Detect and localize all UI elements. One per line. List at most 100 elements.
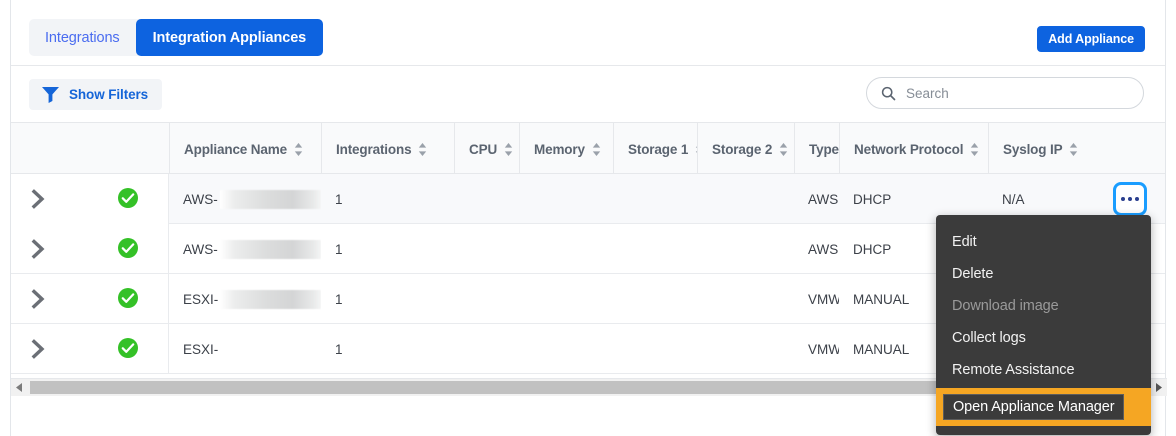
scrollbar-thumb[interactable] xyxy=(30,381,1138,394)
cell-integrations: 1 xyxy=(335,291,343,307)
sort-icon[interactable] xyxy=(779,142,788,156)
redacted-name-block xyxy=(220,289,321,309)
appliance-name-text: ESXI- xyxy=(183,291,219,307)
column-header-label: Integrations xyxy=(336,141,412,157)
column-header-label: Memory xyxy=(534,141,585,157)
cell-type: VMW xyxy=(808,341,839,357)
cell-storage1 xyxy=(613,274,697,324)
scroll-left-arrow[interactable] xyxy=(11,379,28,396)
search-input[interactable] xyxy=(906,79,1131,107)
row-actions-kebab-button[interactable] xyxy=(1113,182,1147,216)
column-header-storage-2[interactable]: Storage 2 xyxy=(697,123,794,175)
column-header-syslog-ip[interactable]: Syslog IP xyxy=(988,123,1103,175)
cell-name: AWS- xyxy=(169,224,321,274)
column-header-integrations[interactable]: Integrations xyxy=(321,123,454,175)
column-header-cpu[interactable]: CPU xyxy=(454,123,519,175)
cell-cpu xyxy=(454,274,519,324)
tab-group: Integrations Integration Appliances xyxy=(29,19,324,56)
kebab-dot xyxy=(1135,197,1139,201)
column-header-label: Appliance Name xyxy=(184,141,287,157)
column-header-storage-1[interactable]: Storage 1 xyxy=(613,123,697,175)
cell-syslog-ip: N/A xyxy=(1002,191,1025,207)
search-box[interactable] xyxy=(866,77,1144,109)
cell-cpu xyxy=(454,224,519,274)
cell-storage1 xyxy=(613,174,697,224)
row-controls-cell xyxy=(11,174,169,224)
column-header-label: Storage 1 xyxy=(628,141,689,157)
column-header-label: Type xyxy=(809,141,839,157)
tab-integrations[interactable]: Integrations xyxy=(45,29,120,46)
menu-item-download-image: Download image xyxy=(952,298,1059,314)
sort-icon[interactable] xyxy=(695,143,697,156)
sort-icon[interactable] xyxy=(504,142,513,156)
status-ok-icon xyxy=(118,188,138,208)
show-filters-button[interactable]: Show Filters xyxy=(29,79,163,110)
cell-name: ESXI- xyxy=(169,274,321,324)
cell-storage2 xyxy=(697,274,794,324)
cell-network-protocol: DHCP xyxy=(853,241,892,257)
menu-item-delete[interactable]: Delete xyxy=(952,266,994,282)
cell-name: ESXI- xyxy=(169,324,321,374)
chevron-right-icon xyxy=(1156,383,1162,392)
cell-integrations: 1 xyxy=(335,341,343,357)
tab-integration-appliances[interactable]: Integration Appliances xyxy=(135,19,324,56)
column-header-network-protocol[interactable]: Network Protocol xyxy=(839,123,988,175)
horizontal-scrollbar[interactable] xyxy=(11,378,1167,396)
kebab-dot xyxy=(1121,197,1125,201)
column-header-label: Network Protocol xyxy=(854,141,964,157)
sort-icon[interactable] xyxy=(970,142,979,156)
sort-icon[interactable] xyxy=(1069,142,1078,156)
expand-row-chevron-icon[interactable] xyxy=(29,239,49,259)
menu-item-collect-logs[interactable]: Collect logs xyxy=(952,330,1026,346)
cell-type: AWS xyxy=(808,241,839,257)
menu-item-edit[interactable]: Edit xyxy=(952,234,977,250)
redacted-name-block xyxy=(219,189,321,209)
cell-memory xyxy=(519,324,613,374)
expand-row-chevron-icon[interactable] xyxy=(29,189,49,209)
cell-network-protocol: MANUAL xyxy=(853,341,910,357)
sort-icon[interactable] xyxy=(418,142,427,156)
cell-memory xyxy=(519,224,613,274)
status-ok-icon xyxy=(118,288,138,308)
menu-item-open-appliance-manager[interactable]: Open Appliance Manager xyxy=(936,388,1151,426)
column-header-appliance-name[interactable]: Appliance Name xyxy=(169,123,321,175)
cell-memory xyxy=(519,274,613,324)
show-filters-label: Show Filters xyxy=(69,87,149,102)
column-header-label: Storage 2 xyxy=(712,141,773,157)
cell-type: AWS xyxy=(808,191,839,207)
status-ok-icon xyxy=(118,338,138,358)
row-controls-cell xyxy=(11,324,169,374)
expand-row-chevron-icon[interactable] xyxy=(29,339,49,359)
column-header-memory[interactable]: Memory xyxy=(519,123,613,175)
expand-row-chevron-icon[interactable] xyxy=(29,289,49,309)
cell-storage1 xyxy=(613,224,697,274)
cell-cpu xyxy=(454,324,519,374)
cell-storage2 xyxy=(697,174,794,224)
row-controls-cell xyxy=(11,274,169,324)
column-header-label: Syslog IP xyxy=(1003,141,1063,157)
cell-cpu xyxy=(454,174,519,224)
add-appliance-button[interactable]: Add Appliance xyxy=(1037,26,1145,52)
menu-item-label: Open Appliance Manager xyxy=(943,394,1125,420)
cell-name: AWS- xyxy=(169,174,321,224)
status-ok-icon xyxy=(118,238,138,258)
scroll-right-arrow[interactable] xyxy=(1150,379,1167,396)
sort-icon[interactable] xyxy=(294,142,303,156)
sort-icon[interactable] xyxy=(592,142,601,156)
cell-storage1 xyxy=(613,324,697,374)
appliance-name-text: ESXI- xyxy=(183,341,219,357)
appliance-name-text: AWS- xyxy=(183,241,218,257)
cell-integrations: 1 xyxy=(335,191,343,207)
cell-network-protocol: MANUAL xyxy=(853,291,910,307)
column-header-type[interactable]: Type xyxy=(794,123,839,175)
chevron-left-icon xyxy=(16,383,22,392)
row-controls-cell xyxy=(11,224,169,274)
cell-network-protocol: DHCP xyxy=(853,191,892,207)
appliance-name-text: AWS- xyxy=(183,191,218,207)
cell-type: VMW xyxy=(808,291,839,307)
table-header-row: Appliance Name Integrations CPU Memory Stora… xyxy=(11,122,1165,175)
menu-item-remote-assistance[interactable]: Remote Assistance xyxy=(952,362,1075,378)
cell-integrations: 1 xyxy=(335,241,343,257)
